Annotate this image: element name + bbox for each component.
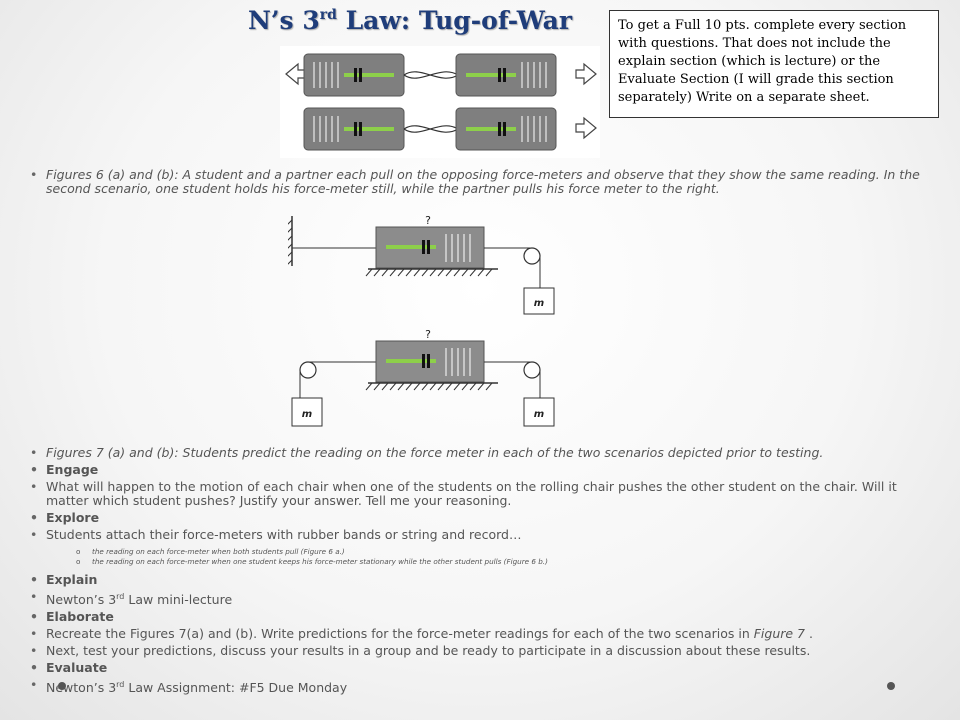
heading-engage: Engage [30,463,936,478]
figure-7b-mass-label-right: m [534,409,544,420]
explore-sub-item-a: the reading on each force-meter when bot… [76,547,906,557]
figure-7a-mass-label: m [534,298,544,309]
explore-sub-list: the reading on each force-meter when bot… [76,547,906,567]
figure-7-description: Figures 7 (a) and (b): Students predict … [30,446,936,461]
figure-7b-question-mark: ? [425,328,431,341]
bullet-list-activities: Figures 7 (a) and (b): Students predict … [30,446,936,545]
figure-6-description: Figures 6 (a) and (b): A student and a p… [30,168,936,196]
grading-note-box: To get a Full 10 pts. complete every sec… [609,10,939,118]
heading-explain: Explain [30,573,936,588]
figure-7a-question-mark: ? [425,214,431,227]
figure-6-force-meters [280,46,600,158]
figure-7a-diagram: ? m [288,214,555,315]
heading-elaborate: Elaborate [30,610,936,625]
footer-dot-left [58,682,66,690]
explain-text: Newton’s 3rd Law mini-lecture [30,590,936,607]
page-title: N’s 3rd Law: Tug-of-War [247,6,572,35]
assignment-text: Newton’s 3rd Law Assignment: #F5 Due Mon… [30,678,936,695]
engage-text: What will happen to the motion of each c… [30,480,936,508]
heading-evaluate: Evaluate [30,661,936,676]
footer-dot-right [887,682,895,690]
explore-text: Students attach their force-meters with … [30,528,936,543]
heading-explore: Explore [30,511,936,526]
next-text: Next, test your predictions, discuss you… [30,644,936,659]
bullet-list-intro: Figures 6 (a) and (b): A student and a p… [30,168,936,199]
bullet-list-closing: Explain Newton’s 3rd Law mini-lecture El… [30,573,936,698]
elaborate-text: Recreate the Figures 7(a) and (b). Write… [30,627,936,642]
explore-sub-item-b: the reading on each force-meter when one… [76,557,906,567]
figure-7b-mass-label-left: m [302,409,312,420]
figure-7b-diagram: ? m m [291,328,555,427]
